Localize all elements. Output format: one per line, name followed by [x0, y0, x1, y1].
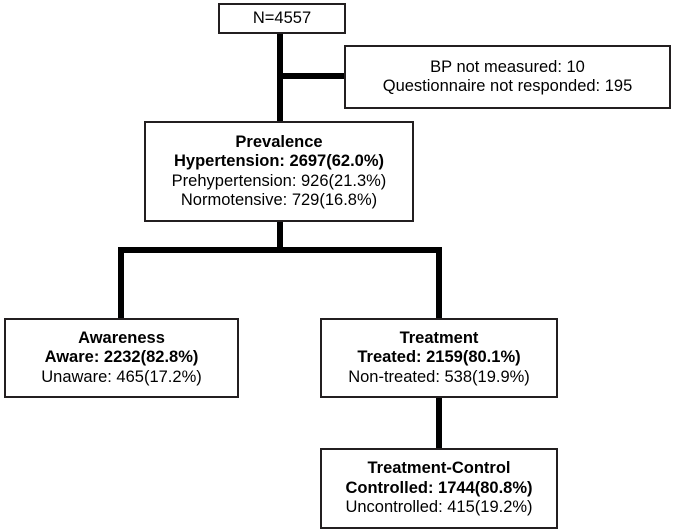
node-prevalence-title: Prevalence	[235, 132, 323, 151]
node-awareness-line-2: Aware: 2232(82.8%)	[44, 348, 199, 367]
node-excluded-line-2: Questionnaire not responded: 195	[382, 77, 633, 95]
connector-treatment-to-control	[436, 398, 442, 450]
node-prevalence-line-3: Prehypertension: 926(21.3%)	[171, 171, 387, 190]
node-excluded-line-1: BP not measured: 10	[430, 57, 585, 76]
connector-to-treatment	[436, 247, 442, 321]
node-total-enrolled: N=4557	[218, 3, 346, 34]
node-awareness: Awareness Aware: 2232(82.8%) Unaware: 46…	[4, 318, 239, 398]
node-control-line-3: Uncontrolled: 415(19.2%)	[345, 498, 533, 517]
connector-prevalence-stem	[277, 222, 283, 250]
connector-to-awareness	[118, 247, 124, 321]
node-treatment-line-2: Treated: 2159(80.1%)	[357, 348, 521, 367]
node-treatment-control: Treatment-Control Controlled: 1744(80.8%…	[320, 448, 558, 529]
node-control-title: Treatment-Control	[367, 459, 511, 478]
node-control-line-2: Controlled: 1744(80.8%)	[345, 478, 533, 497]
node-prevalence-line-4: Normotensive: 729(16.8%)	[180, 190, 378, 209]
connector-total-to-excluded	[277, 73, 347, 79]
node-prevalence: Prevalence Hypertension: 2697(62.0%) Pre…	[144, 121, 414, 222]
node-treatment-title: Treatment	[399, 328, 479, 347]
node-treatment-line-3: Non-treated: 538(19.9%)	[348, 367, 530, 386]
node-excluded: BP not measured: 10 Questionnaire not re…	[344, 45, 671, 109]
node-prevalence-line-2: Hypertension: 2697(62.0%)	[174, 152, 384, 171]
node-treatment: Treatment Treated: 2159(80.1%) Non-treat…	[320, 318, 558, 398]
node-awareness-title: Awareness	[78, 328, 165, 347]
node-awareness-line-3: Unaware: 465(17.2%)	[41, 367, 202, 386]
connector-split-bar	[118, 247, 442, 253]
node-total-line-1: N=4557	[252, 8, 312, 27]
